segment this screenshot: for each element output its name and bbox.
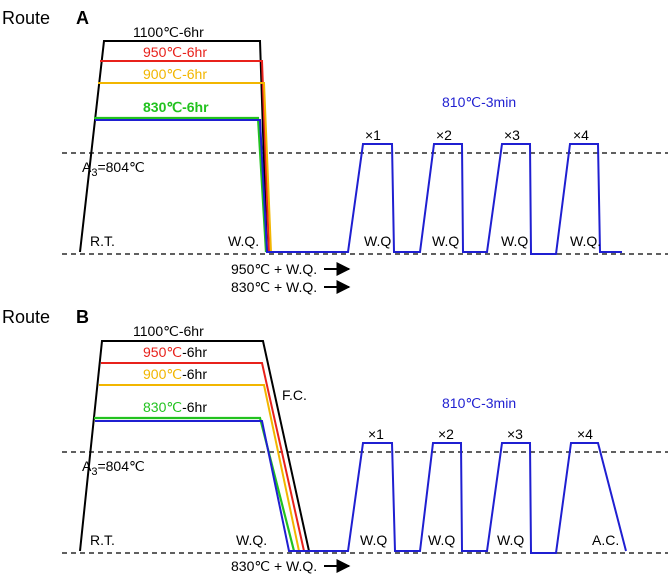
route-a-a3-label: A3=804℃ [82,159,145,179]
route-b-a3-value: =804℃ [97,458,144,474]
route-a-panel: Route A 1100℃-6hr 950℃-6hr 900℃-6hr 830℃… [2,8,668,295]
route-b-label-900-num: 900℃ [143,366,182,382]
route-a-label-830: 830℃-6hr [143,99,209,115]
route-b-wq-main: W.Q. [236,532,267,548]
route-b-label-900: 900℃-6hr [143,366,207,382]
route-b-a3-letter: A [82,458,92,474]
route-b-label-950: 950℃-6hr [143,344,207,360]
route-a-a3-value: =804℃ [97,159,144,175]
route-b-wq-2: W.Q [428,532,455,548]
route-a-profile-900 [98,82,272,253]
route-a-wq-4: W.Q. [570,233,601,249]
route-a-cycle-2: ×2 [436,127,452,143]
route-b-cycle-3: ×3 [507,426,523,442]
route-b-a3-sub: 3 [91,466,97,478]
route-b-label-950-rest: -6hr [182,344,207,360]
route-a-cycle-temp-rest: -3min [481,94,516,110]
route-b-panel: Route B 1100℃-6hr 950℃-6hr 900℃-6hr 830℃… [2,307,668,574]
route-a-wq-main: W.Q. [228,233,259,249]
route-b-rt-label: R.T. [90,532,115,548]
route-a-wq-1: W.Q [364,233,391,249]
route-a-letter: A [76,8,89,28]
route-b-note-830: 830℃ + W.Q. [231,558,317,574]
route-b-label-830-num: 830℃ [143,399,182,415]
route-a-a3-letter: A [82,159,92,175]
route-b-cycle-temp-num: 810℃ [442,395,481,411]
route-a-cycle-temp: 810℃-3min [442,94,516,110]
route-a-rt-label: R.T. [90,233,115,249]
route-b-cycle-temp: 810℃-3min [442,395,516,411]
route-a-label-950: 950℃-6hr [143,44,207,60]
route-b-cycle-1: ×1 [368,426,384,442]
route-a-label-1100: 1100℃-6hr [133,24,204,40]
route-b-cycle-2: ×2 [438,426,454,442]
route-b-profile-1100 [79,340,310,552]
route-a-note-950: 950℃ + W.Q. [231,261,317,277]
route-b-wq-1: W.Q [360,532,387,548]
route-a-wq-2: W.Q [432,233,459,249]
route-b-label-900-rest: -6hr [182,366,207,382]
route-a-cycle-line [95,119,622,255]
route-a-profile-830-green [94,116,268,253]
route-a-cycle-3: ×3 [504,127,520,143]
route-b-profile-950 [101,362,305,552]
route-a-profile-1100 [79,40,268,253]
route-a-a3-sub: 3 [91,167,97,179]
route-a-cycle-temp-num: 810℃ [442,94,481,110]
route-b-fc-label: F.C. [282,387,307,403]
route-b-letter: B [76,307,89,327]
route-b-ac-label: A.C. [592,532,619,548]
route-b-cycle-4: ×4 [577,426,593,442]
route-b-label-830-rest: -6hr [182,399,207,415]
route-b-profile-830-green [94,416,296,552]
route-b-label-830: 830℃-6hr [143,399,207,415]
route-b-a3-label: A3=804℃ [82,458,145,478]
route-b-label-950-num: 950℃ [143,344,182,360]
route-b-profile-900 [99,384,300,552]
route-a-label-900: 900℃-6hr [143,66,207,82]
route-b-label-1100: 1100℃-6hr [133,323,204,339]
route-a-title: Route [2,8,50,28]
route-a-note-830: 830℃ + W.Q. [231,279,317,295]
route-a-cycle-4: ×4 [573,127,589,143]
route-b-cycle-line [95,420,627,554]
route-a-cycle-1: ×1 [365,127,381,143]
route-b-title: Route [2,307,50,327]
route-a-profile-950 [100,60,270,253]
route-b-cycle-temp-rest: -3min [481,395,516,411]
route-a-wq-3: W.Q [501,233,528,249]
route-b-wq-3: W.Q [497,532,524,548]
